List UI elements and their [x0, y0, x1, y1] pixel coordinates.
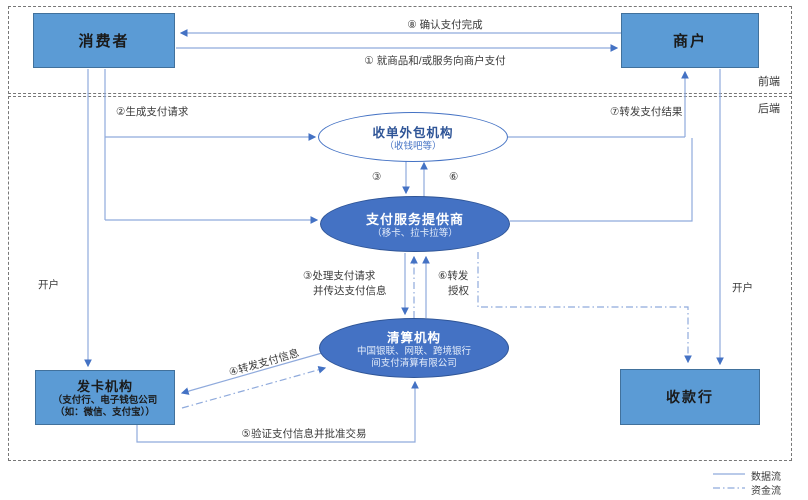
backend-region-frame: [8, 96, 792, 461]
flow-label-6-line2: 授权: [448, 285, 469, 297]
flow-label-7: ⑦转发支付结果: [610, 106, 683, 118]
merchant-title: 商户: [672, 33, 707, 50]
node-acquiring-outsourcer: 收单外包机构 （收钱吧等）: [318, 112, 508, 162]
issuer-title: 发卡机构: [76, 378, 133, 394]
flow-label-3-num: ③: [372, 171, 382, 183]
flow-label-3-line1: ③处理支付请求: [303, 270, 376, 282]
issuer-subtitle-1: （支付行、电子钱包公司: [52, 394, 158, 406]
flow-label-5: ⑤验证支付信息并批准交易: [241, 428, 367, 440]
clearing-title: 清算机构: [386, 330, 441, 345]
flow-label-3-line2: 并传达支付信息: [313, 285, 387, 297]
psp-title: 支付服务提供商: [365, 211, 464, 227]
legend-data-flow-label: 数据流: [751, 472, 781, 483]
clearing-subtitle-2: 间支付清算有限公司: [371, 357, 457, 369]
flow-label-2: ②生成支付请求: [116, 106, 189, 118]
node-issuer: 发卡机构 （支付行、电子钱包公司 （如：微信、支付宝））: [35, 370, 175, 425]
flow-label-1: ① 就商品和/或服务向商户支付: [364, 55, 506, 67]
arrow-fund-issuer-to-clearing: [181, 366, 327, 409]
arrow-verify-approve: [136, 380, 419, 443]
frontend-label: 前端: [758, 76, 780, 88]
consumer-title: 消费者: [78, 33, 130, 50]
frontend-region-frame: [8, 6, 792, 94]
flow-label-6-line1: ⑥转发: [438, 270, 469, 282]
open-account-left-label: 开户: [38, 279, 59, 291]
node-psp: 支付服务提供商 （移卡、拉卡拉等）: [320, 196, 510, 252]
clearing-subtitle-1: 中国银联、网联、跨境银行: [356, 345, 471, 357]
psp-subtitle: （移卡、拉卡拉等）: [372, 227, 458, 239]
backend-label: 后端: [758, 103, 780, 115]
open-account-right-label: 开户: [732, 282, 753, 294]
legend-fund-flow-label: 资金流: [751, 486, 781, 497]
node-consumer: 消费者: [33, 13, 175, 68]
issuer-subtitle-2: （如：微信、支付宝））: [55, 407, 155, 418]
flow-label-6-num: ⑥: [449, 171, 459, 183]
receiving-bank-title: 收款行: [666, 389, 714, 405]
arrow-forward-info-to-issuer: [180, 352, 323, 395]
node-merchant: 商户: [621, 13, 759, 68]
acquiring-outsourcer-subtitle: （收钱吧等）: [384, 140, 442, 152]
flow-label-8: ⑧ 确认支付完成: [407, 19, 483, 31]
line-psp-right: [510, 138, 693, 222]
acquiring-outsourcer-title: 收单外包机构: [372, 125, 454, 140]
arrow-fund-to-receiving-bank: [477, 252, 692, 364]
node-clearing: 清算机构 中国银联、网联、跨境银行 间支付清算有限公司: [319, 318, 509, 378]
node-receiving-bank: 收款行: [620, 369, 760, 425]
